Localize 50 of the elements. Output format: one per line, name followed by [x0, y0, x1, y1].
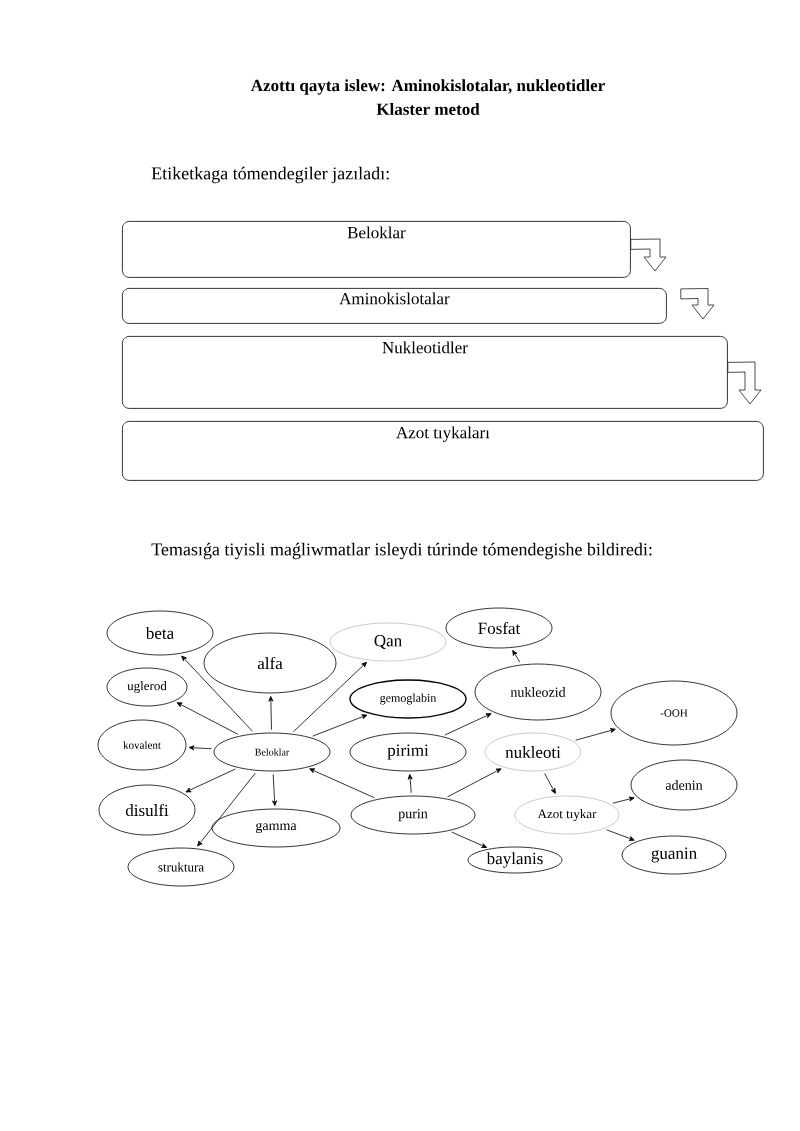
text-box: Nukleotidler [122, 336, 728, 409]
arrow [447, 768, 502, 798]
ellipse-node: Qan [329, 622, 447, 662]
arrow [451, 831, 488, 848]
arrow [612, 796, 635, 804]
ellipse-node: pirimi [349, 732, 467, 772]
ellipse-node: uglerod [106, 667, 188, 707]
bent-arrow [630, 238, 667, 272]
arrow [444, 713, 492, 736]
ellipse-node: nukleoti [484, 732, 582, 772]
ellipse-node: baylanis [467, 846, 563, 874]
title: Azottı qayta islew: Aminokislotalar, nukleotidler [250, 79, 605, 95]
ellipse-node: struktura [127, 847, 235, 887]
bent-arrow [680, 288, 715, 320]
arrow [185, 768, 236, 793]
arrow [181, 655, 253, 732]
arrow [312, 714, 368, 737]
bent-arrow [727, 361, 762, 405]
arrow [268, 696, 274, 730]
arrow [512, 650, 521, 663]
arrow [407, 774, 413, 793]
ellipse-node: kovalent [97, 719, 187, 771]
ellipse-node: gamma [211, 808, 341, 848]
text-box: Aminokislotalar [122, 288, 667, 324]
intro-text: Temasıǵa tiyisli maǵliwmatlar isleydi túrinde tómendegishe bildiredi: [151, 542, 652, 560]
ellipse-node: alfa [203, 632, 337, 694]
ellipse-node: beta [106, 610, 214, 656]
text-box: Azot tıykaları [122, 421, 764, 481]
ellipse-node: disulfi [98, 784, 196, 836]
ellipse-node: Azot tıykar [514, 795, 620, 835]
ellipse-node: Fosfat [445, 607, 553, 649]
ellipse-node: gemoglabin [349, 679, 467, 719]
ellipse-node: Beloklar [213, 732, 331, 772]
arrow [176, 702, 239, 735]
subtitle: Klaster metod [376, 103, 480, 115]
intro-text: Etiketkaga tómendegiler jazıladı: [151, 166, 389, 184]
ellipse-node: guanin [621, 835, 727, 875]
arrow [293, 661, 367, 733]
ellipse-node: -OOH [610, 680, 738, 746]
arrow [575, 728, 616, 741]
ellipse-node: nukleozid [474, 663, 602, 721]
text-box: Beloklar [122, 221, 631, 278]
ellipse-node: adenin [630, 759, 738, 811]
arrow [272, 774, 278, 806]
arrow [544, 773, 556, 794]
arrow [188, 745, 212, 751]
arrow [606, 829, 635, 841]
ellipse-node: purin [350, 795, 476, 835]
arrow [197, 772, 256, 847]
arrow [309, 768, 376, 799]
